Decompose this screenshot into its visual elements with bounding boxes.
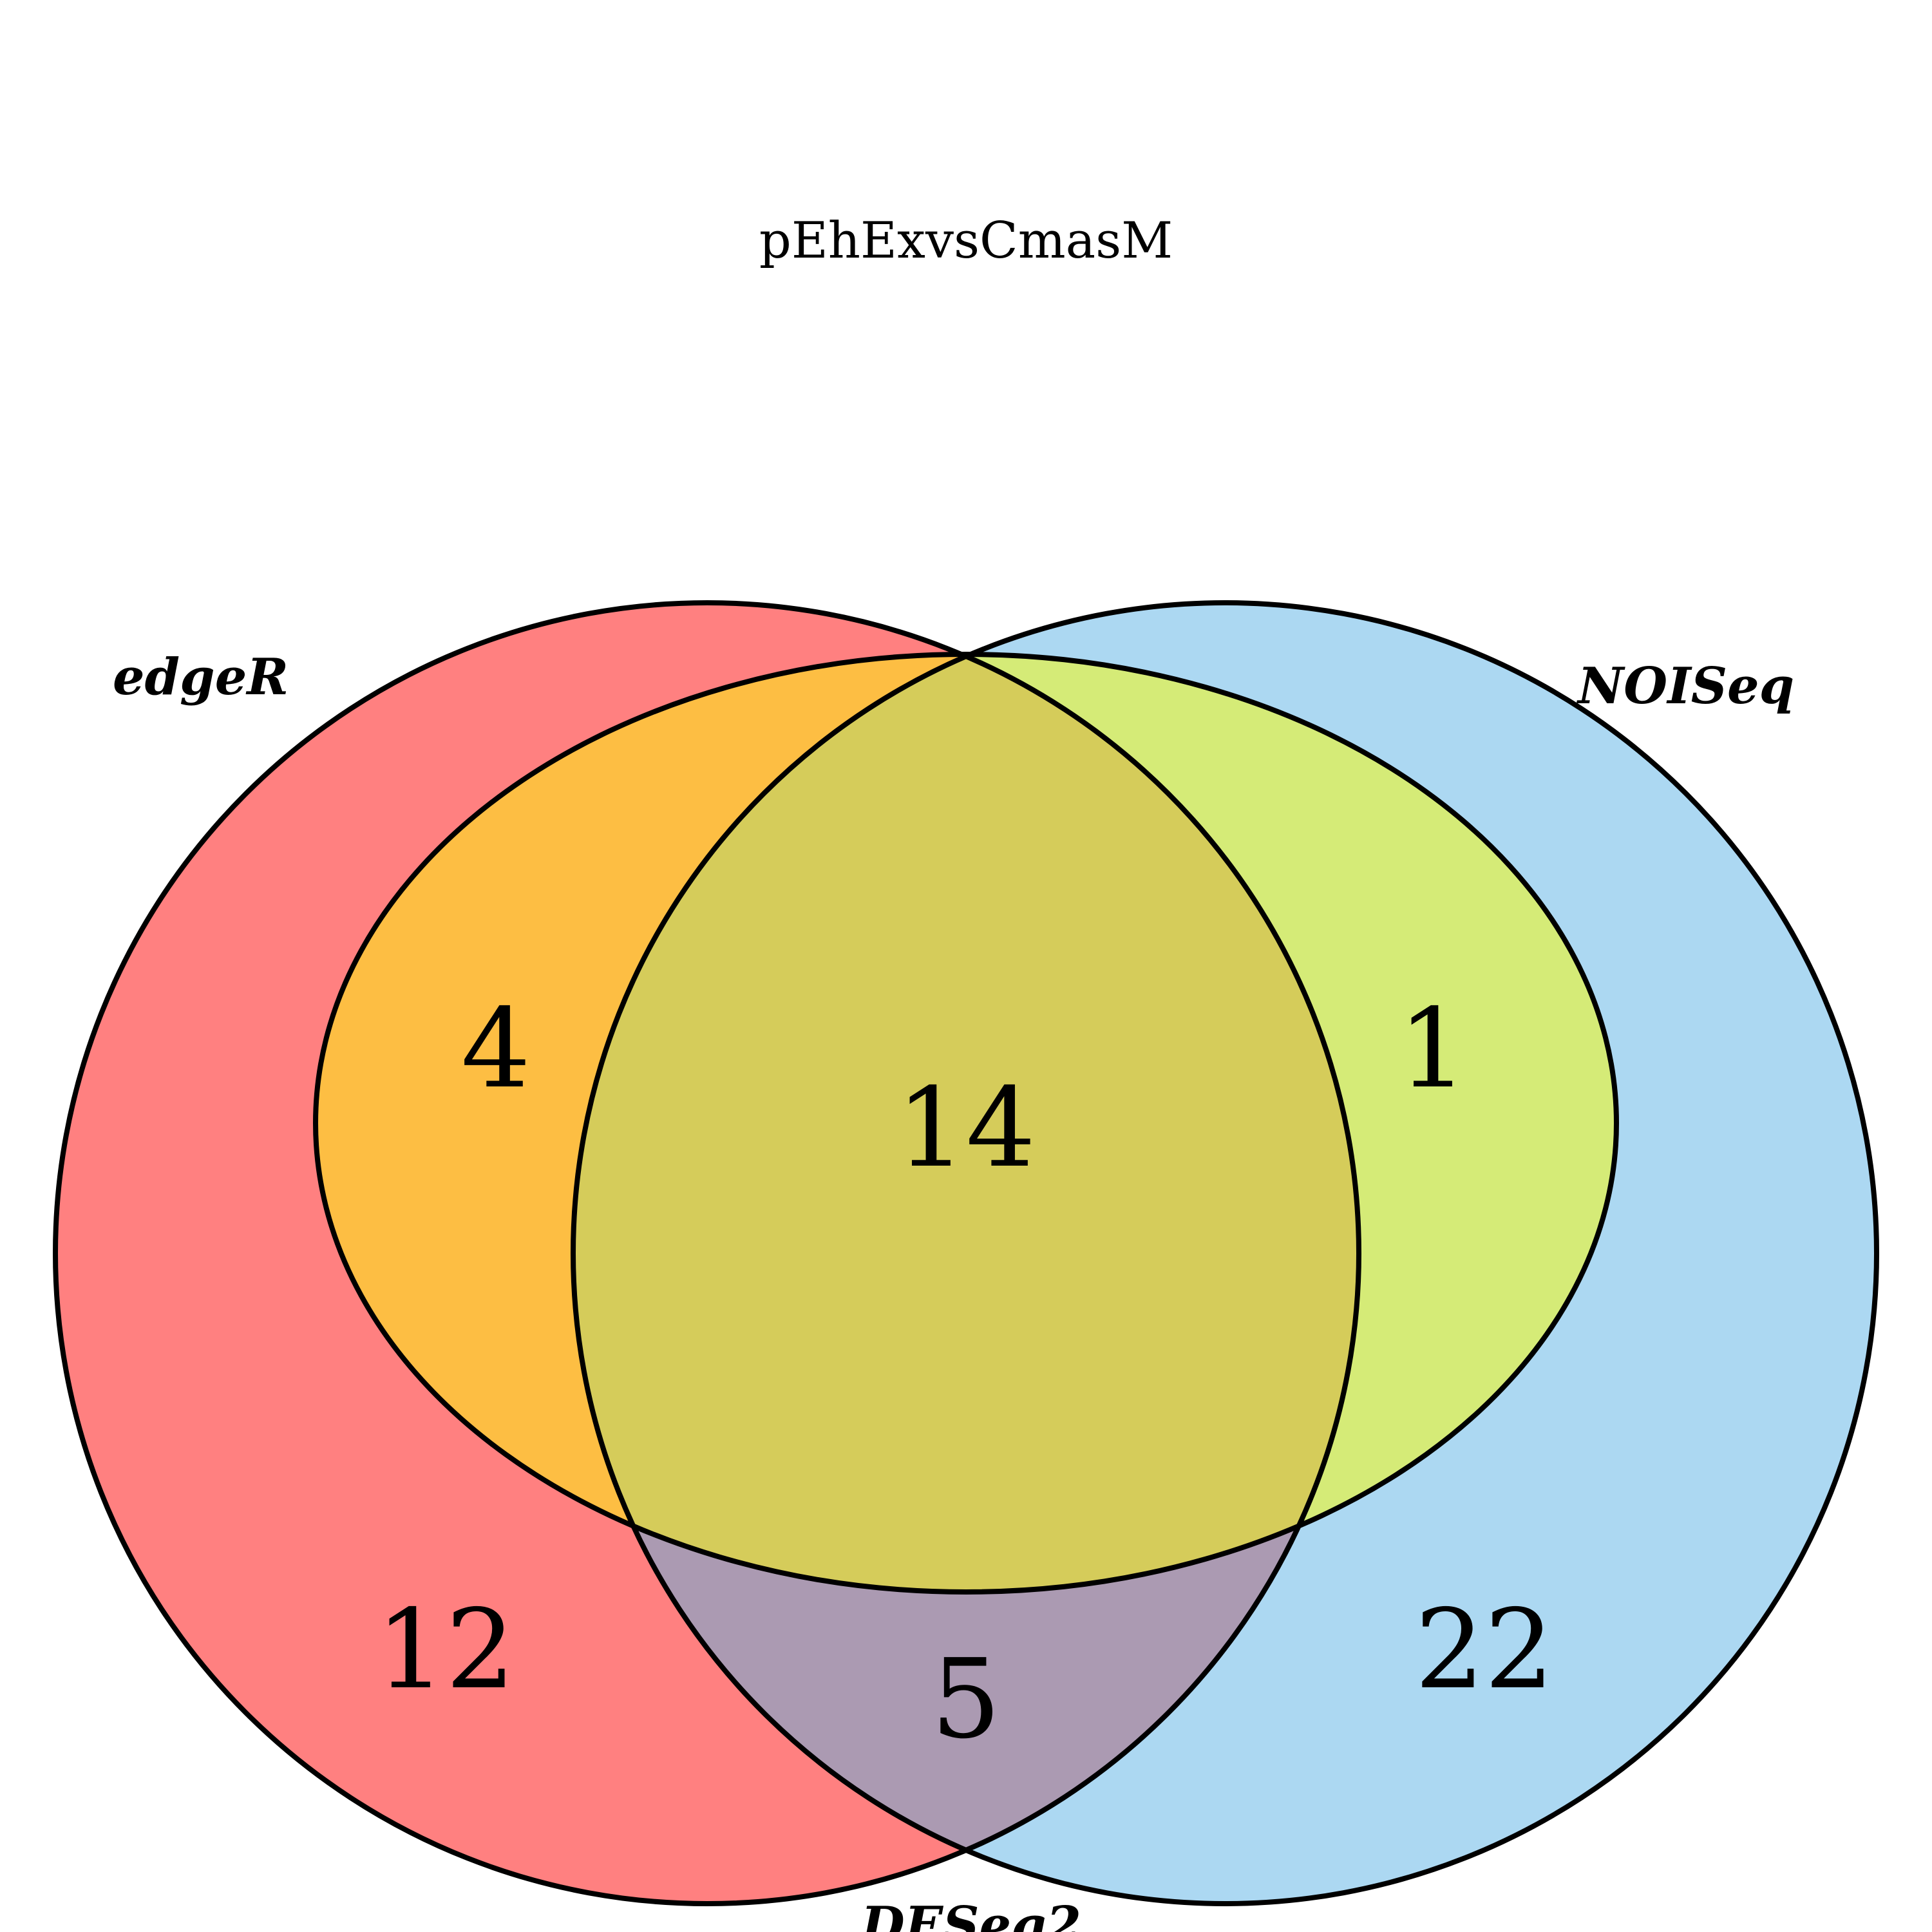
noiseq-circle-outline	[571, 600, 1879, 1906]
set-label-noiseq: NOISeq	[1576, 657, 1794, 715]
count-edger-noiseq: 5	[931, 1636, 1001, 1763]
set-label-deseq2: DESeq2	[860, 1896, 1081, 1932]
region-all-three	[573, 654, 1359, 1592]
count-deseq2-noiseq: 1	[1398, 985, 1468, 1113]
count-deseq2-edger: 4	[461, 985, 531, 1113]
deseq2-ellipse-outline	[313, 652, 1619, 1595]
count-edger-only: 12	[376, 1586, 515, 1714]
count-noiseq-only: 22	[1415, 1586, 1554, 1714]
edger-circle-outline	[53, 600, 1361, 1906]
set-label-edger: edgeR	[113, 648, 289, 706]
diagram-title: pEhExvsCmasM	[759, 212, 1173, 270]
count-all-three: 14	[896, 1065, 1036, 1192]
